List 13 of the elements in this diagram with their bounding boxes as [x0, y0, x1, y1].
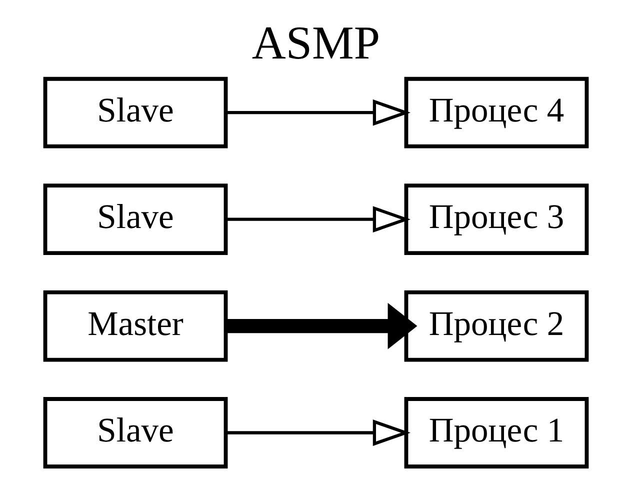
node-box: Процес 1	[404, 397, 588, 468]
diagram-title: ASMP	[251, 17, 380, 70]
node-box: Master	[42, 290, 228, 362]
node-box: Slave	[42, 397, 228, 468]
arrow	[226, 99, 410, 126]
node-box: Процес 3	[404, 184, 588, 256]
node-box: Процес 2	[404, 290, 588, 362]
arrow	[226, 302, 417, 350]
node-box: Процес 4	[404, 76, 588, 148]
node-box: Slave	[42, 184, 228, 256]
node-box: Slave	[42, 76, 228, 148]
arrow	[226, 420, 410, 446]
arrow	[226, 206, 410, 233]
